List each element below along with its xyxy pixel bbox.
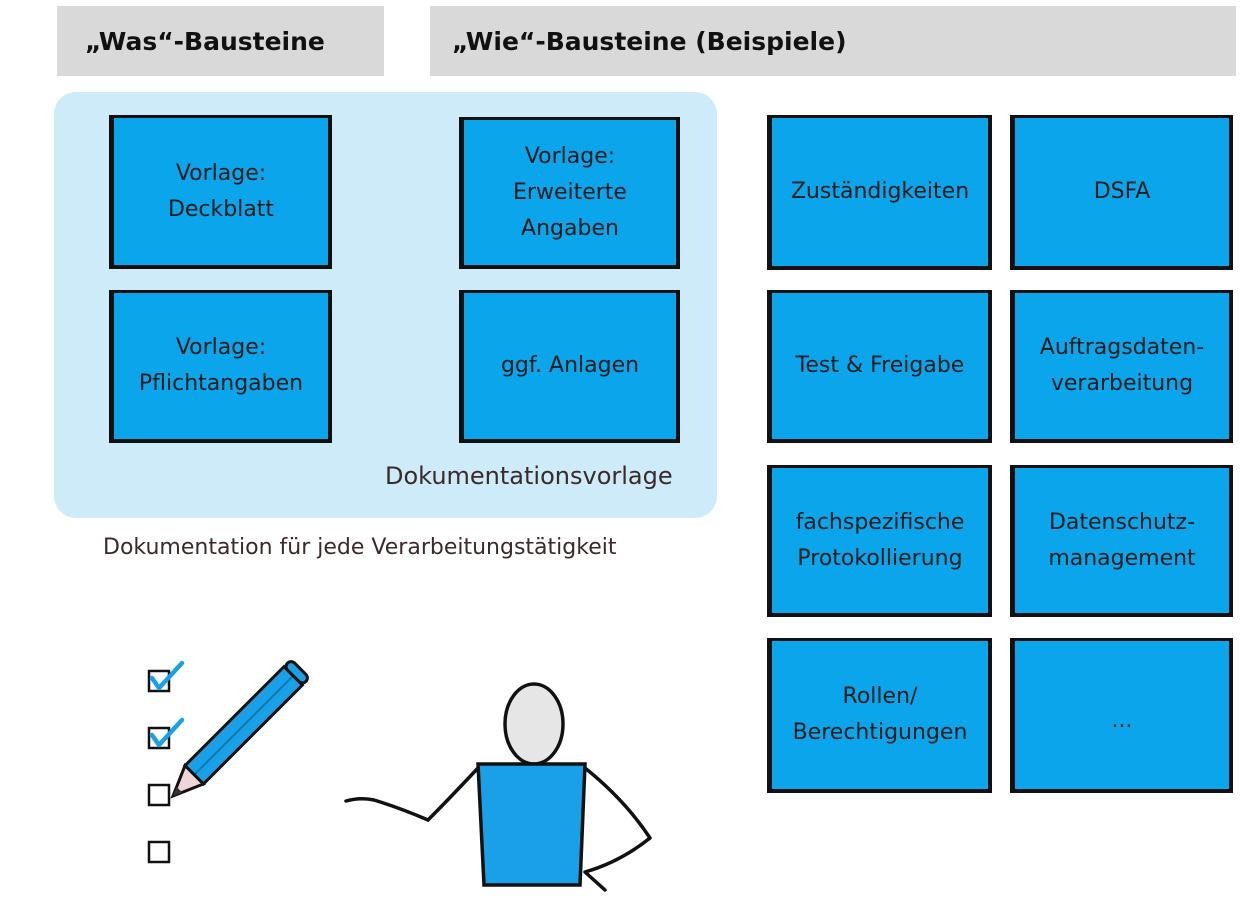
panel-caption: Dokumentation für jede Verarbeitungstäti… bbox=[103, 535, 617, 560]
was-header-label: „Was“-Bausteine bbox=[85, 26, 325, 56]
tile-label: Rollen/ Berechtigungen bbox=[792, 684, 968, 745]
pencil-icon bbox=[170, 660, 309, 799]
tile-label: Vorlage: Erweiterte Angaben bbox=[513, 143, 627, 241]
person-left-arm bbox=[344, 766, 480, 823]
tile-responsibilities: Zuständigkeiten bbox=[767, 115, 992, 270]
wie-header: „Wie“-Bausteine (Beispiele) bbox=[430, 6, 1236, 76]
checkmark-2-icon bbox=[149, 717, 185, 748]
panel-label: Dokumentationsvorlage bbox=[385, 462, 673, 490]
tile-label: Test & Freigabe bbox=[795, 353, 965, 378]
tile-mandatory-template: Vorlage: Pflichtangaben bbox=[109, 290, 332, 443]
tile-label: Zuständigkeiten bbox=[790, 179, 970, 204]
tile-label: fachspezifische Protokollierung bbox=[795, 509, 965, 571]
tile-attachments: ggf. Anlagen bbox=[459, 290, 680, 443]
person-body bbox=[476, 762, 587, 887]
tile-label: Vorlage: Pflichtangaben bbox=[138, 335, 304, 396]
tile-label: ggf. Anlagen bbox=[500, 353, 640, 378]
checkmark-1-icon bbox=[149, 660, 185, 691]
tile-test-release: Test & Freigabe bbox=[767, 290, 992, 443]
checkbox-4 bbox=[147, 840, 171, 864]
tile-processing-on-behalf: Auftragsdaten- verarbeitung bbox=[1010, 290, 1233, 443]
checkbox-1 bbox=[147, 669, 171, 693]
tile-label: ... bbox=[1111, 708, 1133, 733]
tile-dsfa: DSFA bbox=[1010, 115, 1233, 270]
tile-logging: fachspezifische Protokollierung bbox=[767, 465, 992, 617]
person-head bbox=[503, 682, 565, 766]
was-header: „Was“-Bausteine bbox=[57, 6, 384, 76]
tile-more: ... bbox=[1010, 638, 1233, 793]
person-right-arm bbox=[583, 766, 652, 892]
checkbox-3 bbox=[147, 783, 171, 807]
wie-header-label: „Wie“-Bausteine (Beispiele) bbox=[452, 26, 847, 56]
checkbox-2 bbox=[147, 726, 171, 750]
tile-cover-template: Vorlage: Deckblatt bbox=[109, 115, 332, 269]
person-illustration bbox=[344, 682, 652, 892]
tile-privacy-management: Datenschutz- management bbox=[1010, 465, 1233, 617]
tile-roles-permissions: Rollen/ Berechtigungen bbox=[767, 638, 992, 793]
checklist-illustration bbox=[147, 660, 185, 864]
tile-extended-template: Vorlage: Erweiterte Angaben bbox=[459, 117, 680, 269]
tile-label: DSFA bbox=[1093, 179, 1151, 204]
tile-label: Auftragsdaten- verarbeitung bbox=[1039, 335, 1205, 396]
tile-label: Vorlage: Deckblatt bbox=[167, 160, 275, 222]
tile-label: Datenschutz- management bbox=[1048, 509, 1196, 571]
